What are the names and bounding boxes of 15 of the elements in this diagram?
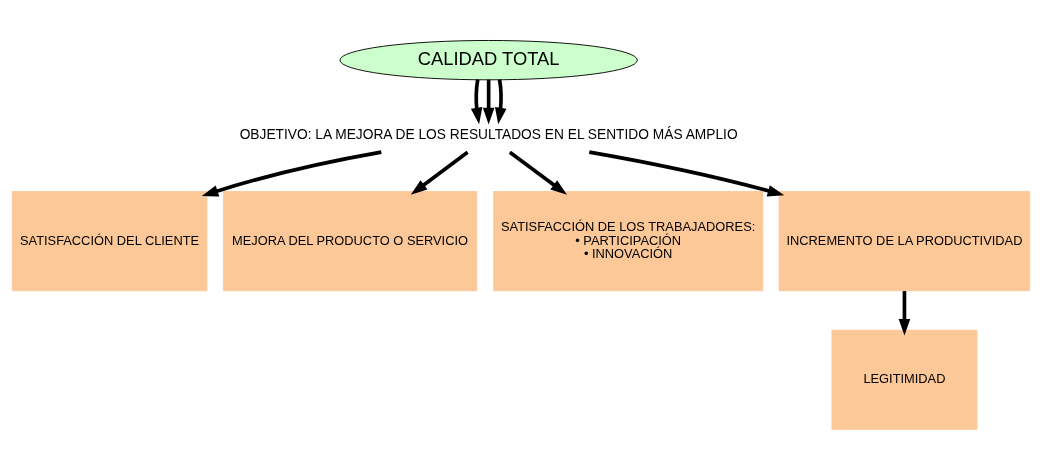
- node-box: SATISFACCIÓN DEL CLIENTE: [11, 191, 208, 292]
- arrow: [508, 150, 568, 195]
- node-box: LEGITIMIDAD: [831, 329, 978, 430]
- node-box: INCREMENTO DE LA PRODUCTIVIDAD: [778, 191, 1031, 292]
- node-text: OBJETIVO: LA MEJORA DE LOS RESULTADOS EN EL SENTIDO MÁS AMPLIO: [239, 126, 738, 142]
- arrow: [494, 79, 507, 125]
- node-box: MEJORA DEL PRODUCTO O SERVICIO: [222, 191, 478, 292]
- arrow: [470, 79, 483, 125]
- arrow: [201, 150, 382, 197]
- arrow: [410, 150, 469, 195]
- arrow: [898, 291, 911, 336]
- node-box: SATISFACCIÓN DE LOS TRABAJADORES: • PARTICIPACIÓN • INNOVACIÓN: [493, 191, 764, 292]
- arrow: [482, 79, 495, 125]
- node-ellipse: CALIDAD TOTAL: [339, 40, 638, 81]
- arrow: [589, 150, 785, 197]
